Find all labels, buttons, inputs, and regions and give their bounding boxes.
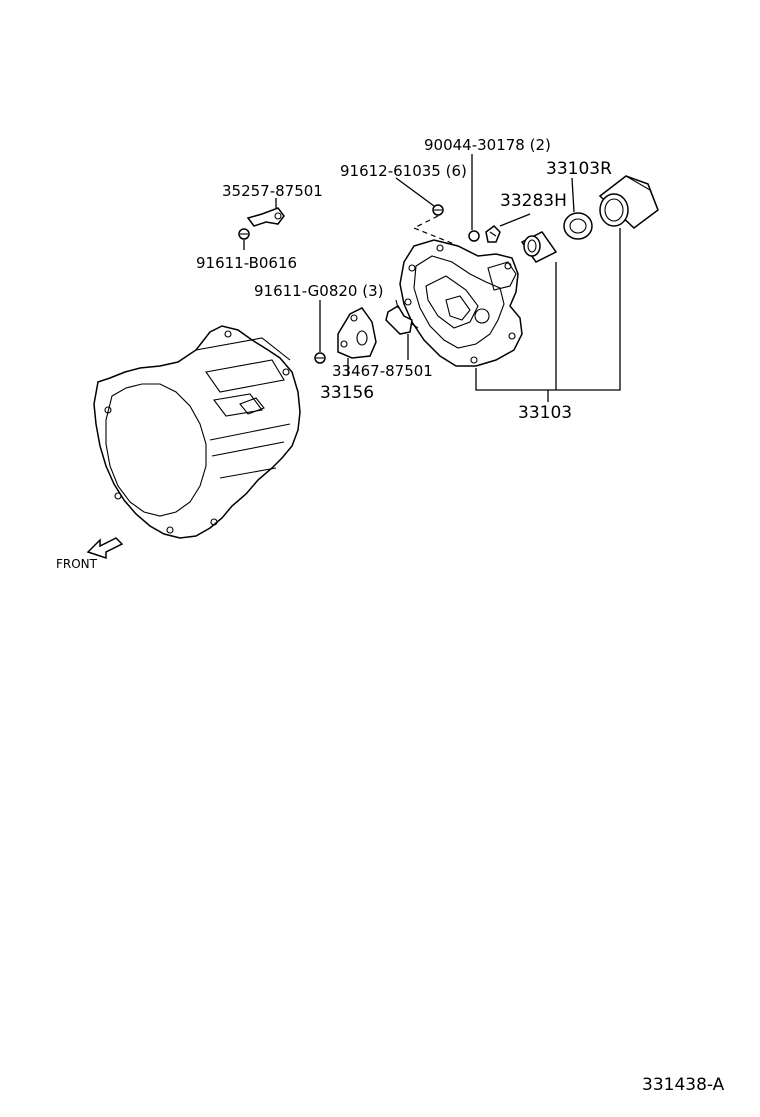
label-91612-61035: 91612-61035 (6): [340, 162, 467, 180]
label-33467-87501: 33467-87501: [332, 362, 433, 380]
leader-lines: [243, 154, 621, 402]
label-33283h: 33283H: [500, 191, 567, 211]
bolt-91611-b0616: [238, 228, 250, 240]
seal-33283h: [485, 225, 501, 243]
label-91611-b0616: 91611-B0616: [196, 254, 297, 272]
bushing: [520, 231, 558, 263]
label-90044-30178: 90044-30178 (2): [424, 136, 551, 154]
shift-part-33467: [385, 299, 419, 335]
label-33103r: 33103R: [546, 159, 612, 179]
plate-33156: [337, 307, 377, 359]
transmission-case: [93, 325, 301, 539]
extension-housing: [399, 239, 523, 367]
bolt-91612-dashed-line: [412, 215, 455, 245]
label-35257-87501: 35257-87501: [222, 182, 323, 200]
figure-id: 331438-A: [642, 1075, 725, 1095]
label-33156: 33156: [320, 383, 374, 403]
label-91611-g0820: 91611-G0820 (3): [254, 282, 384, 300]
washer-90044: [468, 230, 480, 242]
cover-sleeve: [598, 175, 659, 229]
front-arrow-icon: [86, 537, 124, 560]
bracket-35257: [246, 207, 285, 227]
label-33103: 33103: [518, 403, 572, 423]
front-label: FRONT: [56, 557, 98, 571]
bolt-91611-g0820: [314, 352, 326, 364]
oil-seal-33103r: [563, 212, 593, 240]
bolt-91612-61035: [432, 204, 444, 216]
